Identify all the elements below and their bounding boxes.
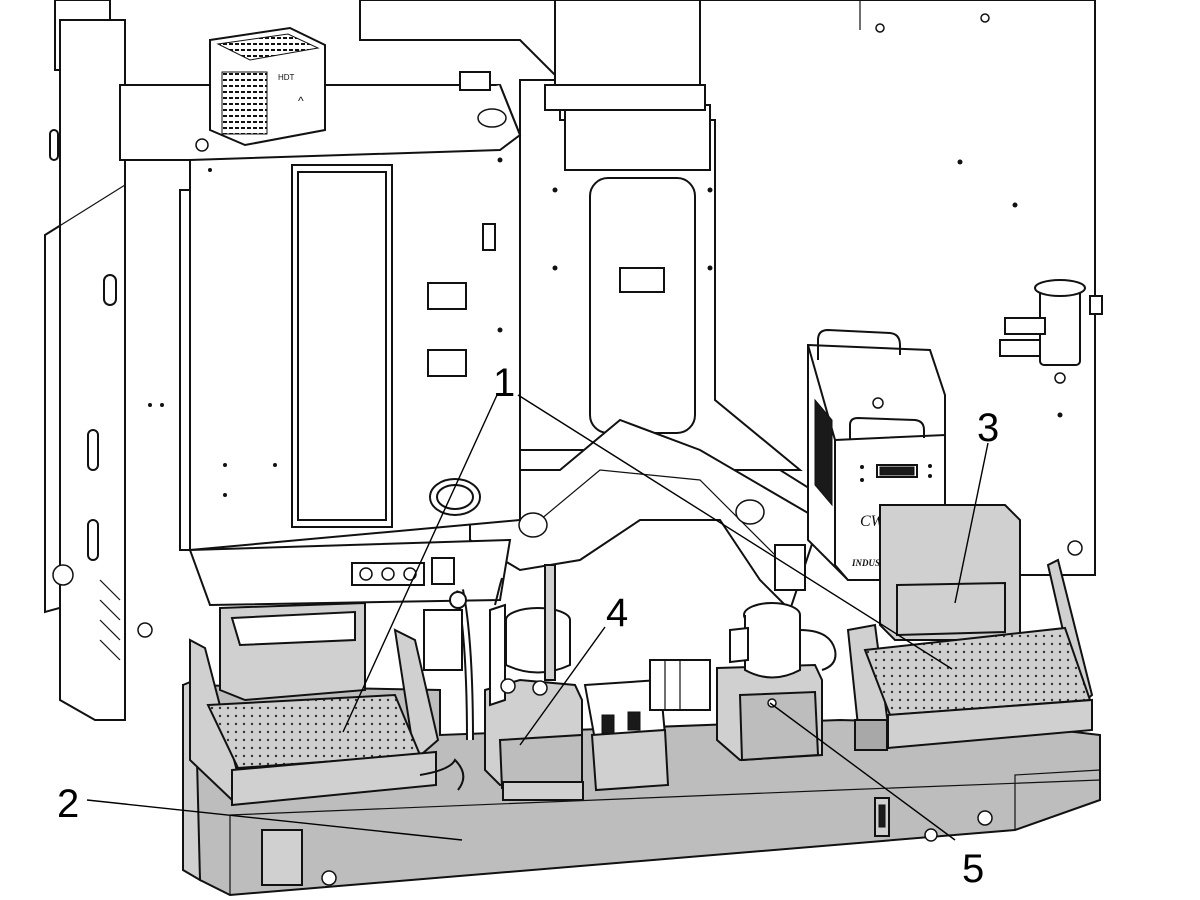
callout-5: 5: [962, 847, 984, 891]
module-label: HDT: [278, 73, 295, 82]
air-filter-regulator: [999, 279, 1103, 384]
chip-chute: [469, 418, 822, 612]
leader-2: [86, 799, 463, 841]
power-module: HDT ^: [209, 26, 326, 147]
left-door: [44, 0, 153, 721]
callout-leaders: [86, 394, 989, 841]
callout-2: 2: [57, 782, 79, 826]
callout-3: 3: [977, 406, 999, 450]
callout-labels: 1 2 3 4 5: [57, 361, 999, 891]
chip-basket-left: [189, 601, 465, 807]
center-column: [519, 0, 803, 471]
filter-tray: [583, 659, 711, 792]
svg-text:^: ^: [298, 94, 304, 108]
leader-1a: [342, 394, 498, 733]
callout-4: 4: [606, 591, 628, 635]
electrical-cabinet: [119, 71, 522, 607]
leader-1b: [517, 394, 953, 670]
coolant-hose: [423, 589, 474, 741]
leader-3: [954, 442, 989, 604]
coolant-pump-right: [716, 602, 837, 762]
callout-1: 1: [493, 361, 515, 405]
leader-5: [769, 702, 956, 841]
leader-4: [519, 626, 606, 746]
coolant-pump-left: [484, 564, 584, 801]
